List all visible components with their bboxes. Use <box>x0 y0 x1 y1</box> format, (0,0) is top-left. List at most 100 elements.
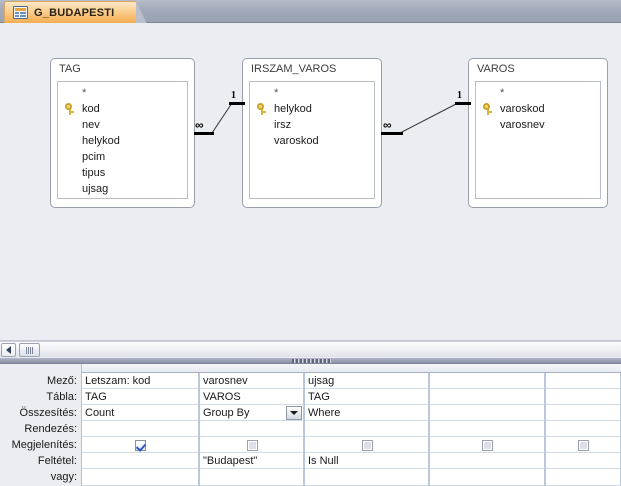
cell-table-1[interactable]: TAG <box>82 389 199 405</box>
cell-or-4[interactable] <box>430 469 545 486</box>
field-row[interactable]: irsz <box>250 117 374 133</box>
cell-field-4[interactable] <box>430 373 545 389</box>
cell-field-2[interactable]: varosnev <box>200 373 304 389</box>
field-row[interactable]: * <box>476 85 600 101</box>
cell-table-4[interactable] <box>430 389 545 405</box>
join2-one-label: 1 <box>457 90 462 101</box>
table-box-tag[interactable]: TAG * kod nev helykod <box>50 58 195 208</box>
show-checkbox-1[interactable] <box>135 439 146 451</box>
cell-criteria-4[interactable] <box>430 453 545 469</box>
cell-table-3[interactable]: TAG <box>305 389 429 405</box>
field-row[interactable]: ujsag <box>58 181 187 197</box>
cell-show-1[interactable] <box>82 437 199 453</box>
key-slot <box>254 118 272 132</box>
cell-field-1[interactable]: Letszam: kod <box>82 373 199 389</box>
table-box-varos[interactable]: VAROS * varoskod varosnev <box>468 58 608 208</box>
key-slot <box>254 134 272 148</box>
cell-criteria-1[interactable] <box>82 453 199 469</box>
field-row[interactable]: varosnev <box>476 117 600 133</box>
key-slot <box>62 150 80 164</box>
tab-g-budapesti[interactable]: G_BUDAPESTI <box>4 1 148 24</box>
show-checkbox-wrap[interactable] <box>82 437 198 452</box>
field-row[interactable]: tipus <box>58 165 187 181</box>
cell-field-3[interactable]: ujsag <box>305 373 429 389</box>
qbe-grid-pane[interactable]: Mező: Tábla: Összesítés: Rendezés: Megje… <box>0 364 621 486</box>
cell-total-4[interactable] <box>430 405 545 421</box>
show-checkbox-4[interactable] <box>482 439 493 451</box>
show-checkbox-wrap[interactable] <box>546 437 620 452</box>
cell-or-2[interactable] <box>200 469 304 486</box>
field-row[interactable]: helykod <box>58 133 187 149</box>
field-name: varoskod <box>500 103 545 115</box>
cell-sort-2[interactable] <box>200 421 304 437</box>
field-row[interactable]: nev <box>58 117 187 133</box>
cell-total-3[interactable]: Where <box>305 405 429 421</box>
field-row[interactable]: kod <box>58 101 187 117</box>
key-slot <box>62 134 80 148</box>
column-separator[interactable] <box>545 373 546 486</box>
field-row[interactable]: * <box>58 85 187 101</box>
field-list[interactable]: * varoskod varosnev <box>475 81 601 199</box>
column-separator[interactable] <box>429 373 430 486</box>
field-list[interactable]: * kod nev helykod pc <box>57 81 188 199</box>
field-row[interactable]: varoskod <box>250 133 374 149</box>
query-diagram-pane[interactable]: TAG * kod nev helykod <box>0 23 621 341</box>
show-checkbox-3[interactable] <box>361 439 373 451</box>
cell-criteria-5[interactable] <box>546 453 621 469</box>
show-checkbox-wrap[interactable] <box>430 437 544 452</box>
cell-sort-1[interactable] <box>82 421 199 437</box>
row-label-osszesites: Összesítés: <box>19 407 77 419</box>
field-name: helykod <box>82 135 120 147</box>
scroll-thumb[interactable] <box>19 343 40 357</box>
field-list[interactable]: * helykod irsz varoskod <box>249 81 375 199</box>
cell-table-2[interactable]: VAROS <box>200 389 304 405</box>
field-name: tipus <box>82 167 106 179</box>
cell-criteria-3[interactable]: Is Null <box>305 453 429 469</box>
field-name: varosnev <box>500 119 545 131</box>
column-separator[interactable] <box>304 373 305 486</box>
show-checkbox-5[interactable] <box>578 439 589 451</box>
cell-sort-3[interactable] <box>305 421 429 437</box>
show-checkbox-wrap[interactable] <box>200 437 303 452</box>
diagram-horizontal-scrollbar[interactable] <box>0 341 621 357</box>
cell-or-1[interactable] <box>82 469 199 486</box>
field-row[interactable]: helykod <box>250 101 374 117</box>
qbe-column-selector-bar[interactable] <box>82 364 621 373</box>
row-label-feltetel: Feltétel: <box>37 455 77 467</box>
column-separator[interactable] <box>199 373 200 486</box>
cell-total-2[interactable]: Group By <box>200 405 304 421</box>
cell-or-5[interactable] <box>546 469 621 486</box>
cell-table-5[interactable] <box>546 389 621 405</box>
cell-show-3[interactable] <box>305 437 429 453</box>
cell-total-5[interactable] <box>546 405 621 421</box>
qbe-row-label-column: Mező: Tábla: Összesítés: Rendezés: Megje… <box>0 364 82 486</box>
field-name: pcim <box>82 151 106 163</box>
key-slot <box>480 118 498 132</box>
pane-splitter[interactable] <box>0 357 621 364</box>
cell-show-5[interactable] <box>546 437 621 453</box>
query-table-icon <box>13 6 28 19</box>
cell-show-2[interactable] <box>200 437 304 453</box>
field-row[interactable]: * <box>250 85 374 101</box>
scroll-left-arrow-icon[interactable] <box>1 343 16 357</box>
field-row[interactable]: varoskod <box>476 101 600 117</box>
cell-sort-4[interactable] <box>430 421 545 437</box>
field-row[interactable]: pcim <box>58 149 187 165</box>
total-dropdown-button-2[interactable] <box>286 406 302 420</box>
table-caption: VAROS <box>477 63 515 75</box>
row-label-vagy: vagy: <box>50 471 77 483</box>
cell-sort-5[interactable] <box>546 421 621 437</box>
show-checkbox-wrap[interactable] <box>305 437 428 452</box>
primary-key-icon <box>480 102 498 116</box>
qbe-cells[interactable]: Letszam: kod TAG Count varosnev VAROS Gr… <box>82 373 621 486</box>
cell-criteria-2[interactable]: "Budapest" <box>200 453 304 469</box>
key-slot <box>480 86 498 100</box>
cell-total-1[interactable]: Count <box>82 405 199 421</box>
cell-or-3[interactable] <box>305 469 429 486</box>
cell-field-5[interactable] <box>546 373 621 389</box>
key-slot <box>62 182 80 196</box>
cell-show-4[interactable] <box>430 437 545 453</box>
show-checkbox-2[interactable] <box>246 439 258 451</box>
table-box-irszam-varos[interactable]: IRSZAM_VAROS * helykod irsz <box>242 58 382 208</box>
